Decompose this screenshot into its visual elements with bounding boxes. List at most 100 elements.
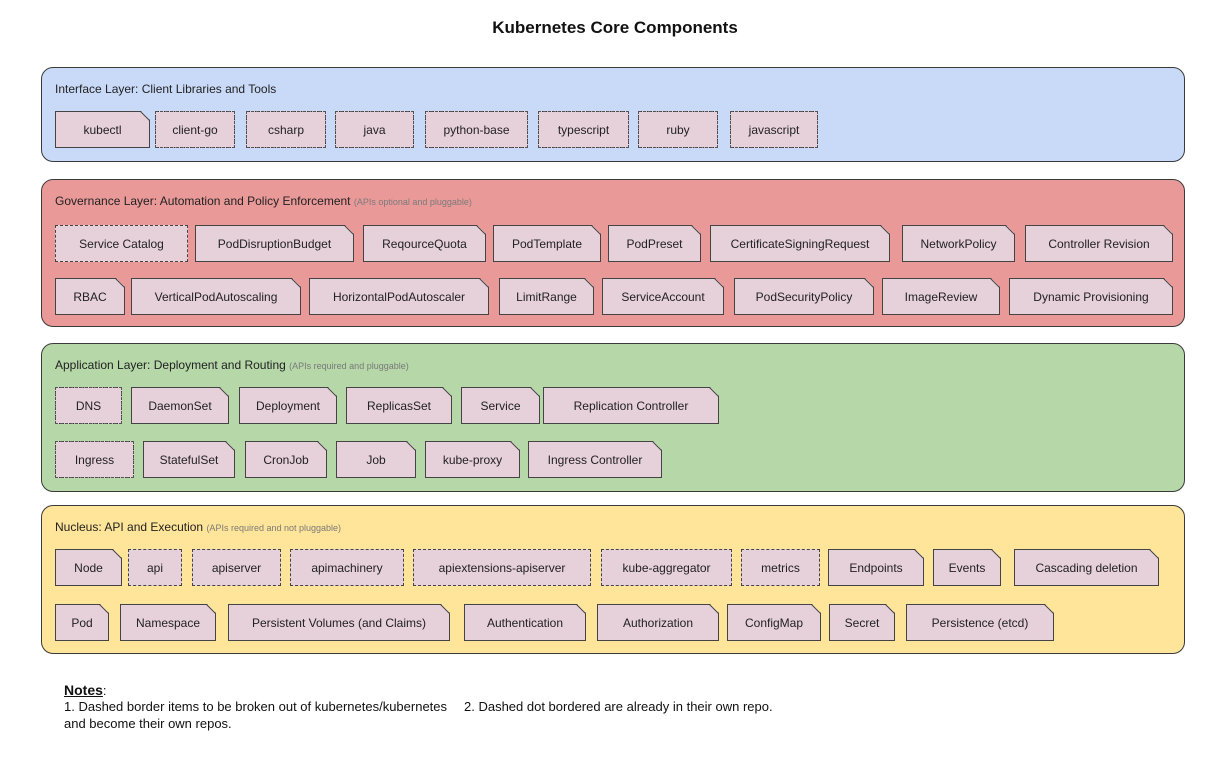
component-deployment: Deployment bbox=[239, 387, 337, 424]
component-apimachinery: apimachinery bbox=[290, 549, 404, 586]
folded-corner-icon bbox=[112, 278, 125, 291]
component-python-base: python-base bbox=[425, 111, 528, 148]
component-replication-controller: Replication Controller bbox=[543, 387, 719, 424]
folded-corner-icon bbox=[573, 604, 586, 617]
component-apiserver: apiserver bbox=[192, 549, 281, 586]
component-dynamic-provisioning: Dynamic Provisioning bbox=[1009, 278, 1173, 315]
component-ingress-controller: Ingress Controller bbox=[528, 441, 662, 478]
application-layer-title: Application Layer: Deployment and Routin… bbox=[55, 358, 409, 372]
component-imagereview: ImageReview bbox=[882, 278, 1000, 315]
folded-corner-icon bbox=[649, 441, 662, 454]
folded-corner-icon bbox=[1002, 225, 1015, 238]
component-ingress: Ingress bbox=[55, 441, 134, 478]
folded-corner-icon bbox=[588, 225, 601, 238]
folded-corner-icon bbox=[808, 604, 821, 617]
component-service-catalog: Service Catalog bbox=[55, 225, 188, 262]
application-layer-note: (APIs required and pluggable) bbox=[289, 361, 409, 371]
component-authentication: Authentication bbox=[464, 604, 586, 641]
component-poddisruptionbudget: PodDisruptionBudget bbox=[195, 225, 354, 262]
folded-corner-icon bbox=[1160, 225, 1173, 238]
nucleus-layer: Nucleus: API and Execution (APIs require… bbox=[41, 505, 1185, 654]
application-layer: Application Layer: Deployment and Routin… bbox=[41, 343, 1185, 492]
nucleus-layer-title: Nucleus: API and Execution (APIs require… bbox=[55, 520, 341, 534]
component-podpreset: PodPreset bbox=[608, 225, 701, 262]
folded-corner-icon bbox=[1146, 549, 1159, 562]
component-metrics: metrics bbox=[741, 549, 820, 586]
component-api: api bbox=[128, 549, 182, 586]
component-daemonset: DaemonSet bbox=[131, 387, 229, 424]
component-cronjob: CronJob bbox=[245, 441, 327, 478]
component-configmap: ConfigMap bbox=[727, 604, 821, 641]
governance-layer: Governance Layer: Automation and Policy … bbox=[41, 179, 1185, 327]
notes-heading: Notes: bbox=[64, 682, 107, 698]
folded-corner-icon bbox=[988, 549, 1001, 562]
component-job: Job bbox=[336, 441, 416, 478]
folded-corner-icon bbox=[439, 387, 452, 400]
governance-layer-title-text: Governance Layer: Automation and Policy … bbox=[55, 194, 351, 208]
component-events: Events bbox=[933, 549, 1001, 586]
folded-corner-icon bbox=[203, 604, 216, 617]
notes-heading-suffix: : bbox=[102, 683, 107, 698]
component-horizontalpodautoscaler: HorizontalPodAutoscaler bbox=[309, 278, 489, 315]
component-csharp: csharp bbox=[246, 111, 326, 148]
folded-corner-icon bbox=[527, 387, 540, 400]
component-reqourcequota: ReqourceQuota bbox=[363, 225, 486, 262]
note-2: 2. Dashed dot bordered are already in th… bbox=[464, 699, 773, 714]
folded-corner-icon bbox=[341, 225, 354, 238]
component-authorization: Authorization bbox=[597, 604, 719, 641]
component-namespace: Namespace bbox=[120, 604, 216, 641]
component-verticalpodautoscaling: VerticalPodAutoscaling bbox=[131, 278, 301, 315]
folded-corner-icon bbox=[581, 278, 594, 291]
component-java: java bbox=[335, 111, 414, 148]
component-podtemplate: PodTemplate bbox=[493, 225, 601, 262]
component-service: Service bbox=[461, 387, 540, 424]
component-node: Node bbox=[55, 549, 122, 586]
governance-layer-title: Governance Layer: Automation and Policy … bbox=[55, 194, 472, 208]
component-persistent-volumes: Persistent Volumes (and Claims) bbox=[228, 604, 450, 641]
component-podsecuritypolicy: PodSecurityPolicy bbox=[734, 278, 874, 315]
folded-corner-icon bbox=[403, 441, 416, 454]
folded-corner-icon bbox=[473, 225, 486, 238]
component-dns: DNS bbox=[55, 387, 122, 424]
application-layer-title-text: Application Layer: Deployment and Routin… bbox=[55, 358, 286, 372]
folded-corner-icon bbox=[324, 387, 337, 400]
interface-layer: Interface Layer: Client Libraries and To… bbox=[41, 67, 1185, 162]
folded-corner-icon bbox=[216, 387, 229, 400]
folded-corner-icon bbox=[877, 225, 890, 238]
governance-layer-note: (APIs optional and pluggable) bbox=[353, 197, 472, 207]
folded-corner-icon bbox=[987, 278, 1000, 291]
component-kube-aggregator: kube-aggregator bbox=[601, 549, 732, 586]
component-replicasset: ReplicasSet bbox=[346, 387, 452, 424]
component-networkpolicy: NetworkPolicy bbox=[902, 225, 1015, 262]
component-typescript: typescript bbox=[538, 111, 629, 148]
component-limitrange: LimitRange bbox=[499, 278, 594, 315]
component-endpoints: Endpoints bbox=[828, 549, 924, 586]
nucleus-layer-note: (APIs required and not pluggable) bbox=[206, 523, 342, 533]
folded-corner-icon bbox=[137, 111, 150, 124]
component-kubectl: kubectl bbox=[55, 111, 150, 148]
component-kube-proxy: kube-proxy bbox=[425, 441, 520, 478]
folded-corner-icon bbox=[314, 441, 327, 454]
interface-layer-title: Interface Layer: Client Libraries and To… bbox=[55, 82, 276, 96]
folded-corner-icon bbox=[688, 225, 701, 238]
note-1: 1. Dashed border items to be broken out … bbox=[64, 699, 448, 731]
folded-corner-icon bbox=[706, 387, 719, 400]
notes-heading-text: Notes bbox=[64, 682, 103, 698]
nucleus-layer-title-text: Nucleus: API and Execution bbox=[55, 520, 204, 534]
folded-corner-icon bbox=[882, 604, 895, 617]
component-serviceaccount: ServiceAccount bbox=[602, 278, 724, 315]
interface-layer-title-text: Interface Layer: Client Libraries and To… bbox=[55, 82, 277, 96]
folded-corner-icon bbox=[1160, 278, 1173, 291]
folded-corner-icon bbox=[711, 278, 724, 291]
folded-corner-icon bbox=[476, 278, 489, 291]
component-cascading-deletion: Cascading deletion bbox=[1014, 549, 1159, 586]
folded-corner-icon bbox=[222, 441, 235, 454]
component-apiextensions-apiserver: apiextensions-apiserver bbox=[413, 549, 591, 586]
folded-corner-icon bbox=[96, 604, 109, 617]
folded-corner-icon bbox=[861, 278, 874, 291]
folded-corner-icon bbox=[507, 441, 520, 454]
diagram-title: Kubernetes Core Components bbox=[492, 18, 738, 37]
component-pod: Pod bbox=[55, 604, 109, 641]
component-secret: Secret bbox=[829, 604, 895, 641]
folded-corner-icon bbox=[109, 549, 122, 562]
